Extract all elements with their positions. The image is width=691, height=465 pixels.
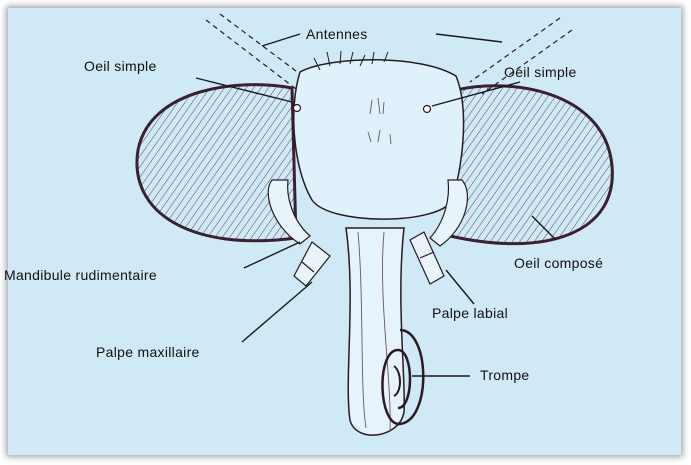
label-trompe: Trompe [480, 367, 530, 383]
compound-eye-left [137, 85, 296, 241]
label-oeil-simple-right: Oeil simple [504, 64, 577, 80]
compound-eye-right [450, 86, 612, 244]
head-capsule [294, 51, 464, 219]
label-palpe-maxillaire: Palpe maxillaire [96, 344, 200, 360]
proboscis [346, 228, 423, 435]
maxillary-palp [294, 242, 330, 286]
ocellus-right [424, 106, 431, 113]
label-antennes: Antennes [306, 26, 368, 42]
ocellus-left [294, 105, 301, 112]
label-oeil-compose: Oeil composé [514, 255, 603, 271]
antenna-left [206, 14, 308, 92]
label-palpe-labial: Palpe labial [432, 305, 508, 321]
label-oeil-simple-left: Oeil simple [84, 58, 157, 74]
antenna-right [470, 18, 572, 94]
label-mandibule: Mandibule rudimentaire [4, 267, 157, 283]
